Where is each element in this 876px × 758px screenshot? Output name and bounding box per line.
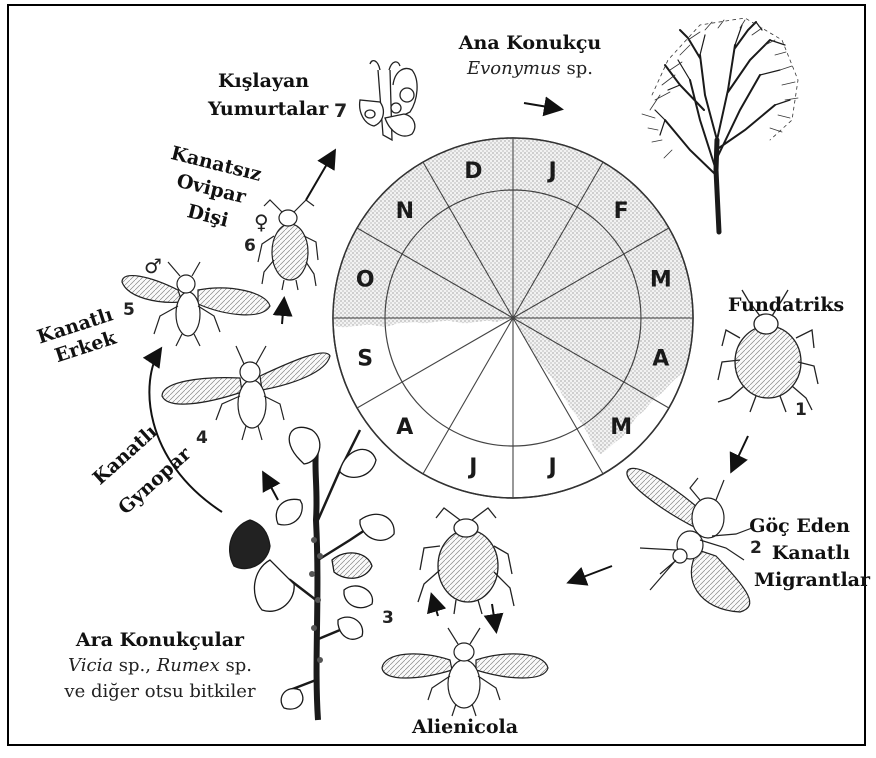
secondary-host-species: Vicia sp., Rumex sp. bbox=[30, 655, 290, 677]
egg-twig-illustration bbox=[360, 61, 417, 140]
stage-number-2: 2 bbox=[750, 538, 762, 558]
month-label: F bbox=[614, 199, 629, 224]
primary-host-title: Ana Konukçu bbox=[455, 32, 605, 54]
migrants-label-line3: Migrantlar bbox=[720, 569, 870, 591]
migrants-label-line1: Göç Eden bbox=[710, 515, 850, 537]
month-label: J bbox=[547, 159, 557, 184]
alienicola-winged-aphid-illustration bbox=[382, 628, 548, 716]
month-label: A bbox=[652, 347, 669, 372]
fundatrix-label: Fundatriks bbox=[728, 294, 844, 316]
month-label: D bbox=[464, 159, 482, 184]
month-label: O bbox=[356, 267, 375, 292]
month-label: N bbox=[396, 199, 414, 224]
secondary-host-title: Ara Konukçular bbox=[40, 629, 280, 651]
eggs-label-line2: Yumurtalar bbox=[208, 98, 328, 120]
tree-illustration bbox=[642, 18, 798, 232]
month-label: M bbox=[650, 267, 672, 292]
primary-host-species: Evonymus sp. bbox=[455, 58, 605, 80]
stage-number-3: 3 bbox=[382, 608, 394, 628]
month-wheel: J F M A M J J A S O N D bbox=[333, 138, 693, 498]
month-label: J bbox=[467, 455, 477, 480]
male-symbol: ♂ bbox=[144, 254, 162, 278]
stage-number-6: 6 bbox=[244, 236, 256, 256]
stage-number-7: 7 bbox=[334, 100, 347, 122]
secondary-host-other-plants: ve diğer otsu bitkiler bbox=[30, 681, 290, 703]
month-label: S bbox=[357, 347, 373, 372]
migrants-label-line2: Kanatlı bbox=[710, 542, 850, 564]
eggs-label-line1: Kışlayan bbox=[218, 70, 309, 92]
month-label: A bbox=[396, 415, 413, 440]
gynopara-winged-aphid-illustration bbox=[162, 346, 330, 440]
stage-number-5: 5 bbox=[123, 300, 135, 320]
alienicola-label: Alienicola bbox=[400, 716, 530, 738]
stage-number-1: 1 bbox=[795, 400, 807, 420]
month-label: M bbox=[610, 415, 632, 440]
female-symbol: ♀ bbox=[254, 210, 269, 234]
stage-number-4: 4 bbox=[196, 428, 208, 448]
month-label: J bbox=[547, 455, 557, 480]
